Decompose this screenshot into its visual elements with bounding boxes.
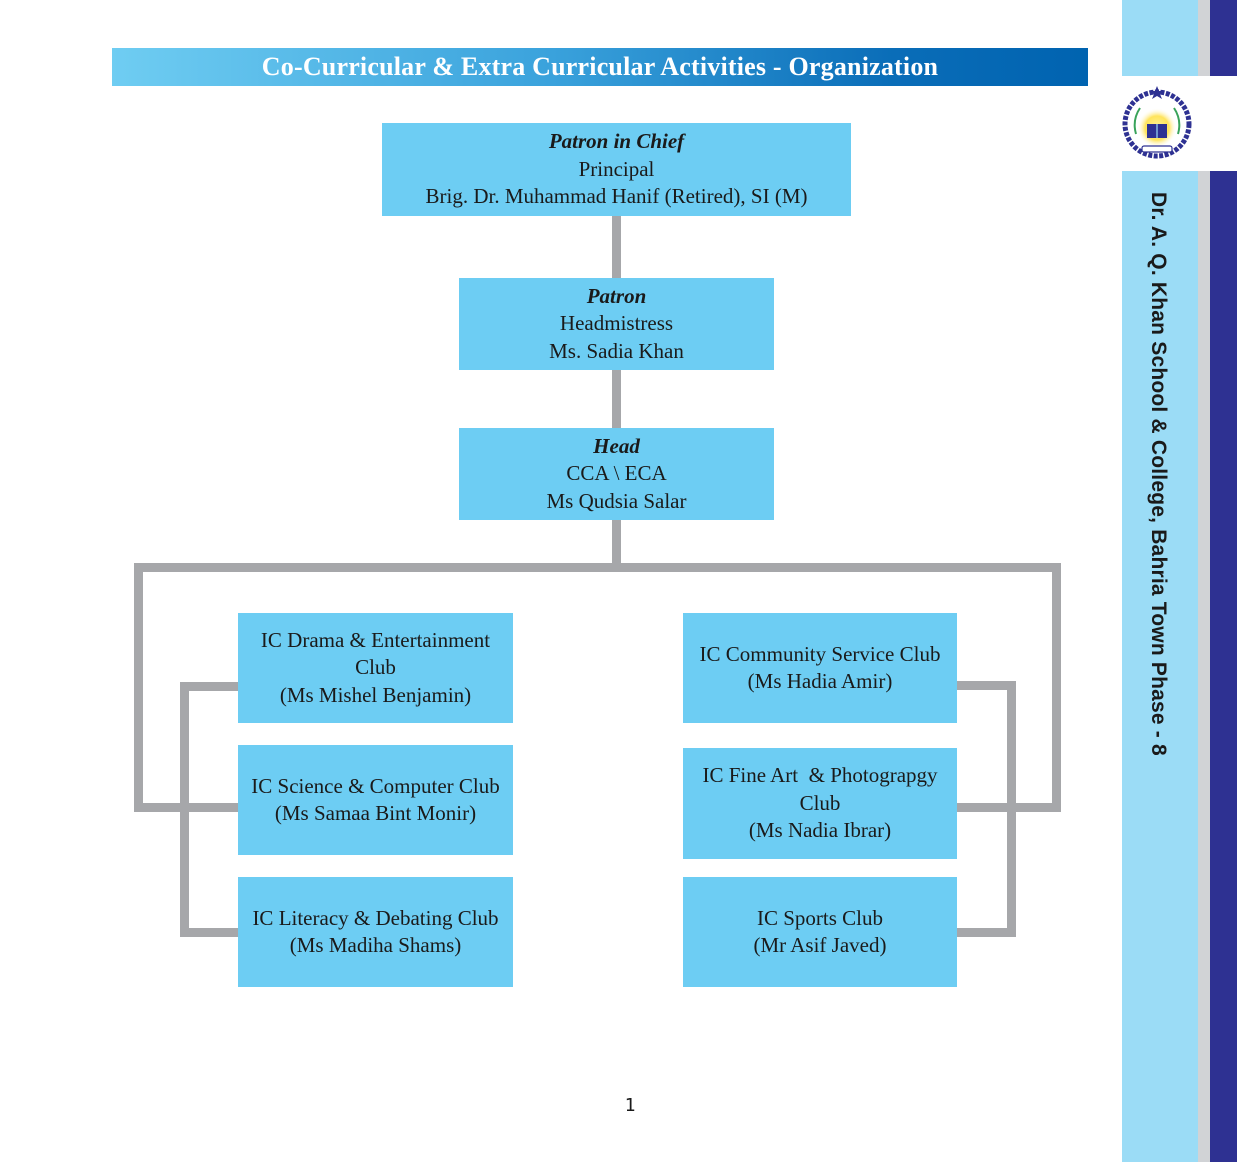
club-name: IC Fine Art & Photograpgy — [702, 763, 938, 788]
connector-right-inner-to-sports — [957, 928, 1016, 937]
side-strip-main — [1122, 171, 1198, 1162]
club-incharge: (Ms Samaa Bint Monir) — [274, 801, 477, 825]
connector-left-outer-vertical — [134, 563, 143, 812]
connector-right-inner-to-community — [957, 681, 1016, 690]
club-incharge: (Ms Madiha Shams) — [289, 933, 462, 957]
person-name: Ms Qudsia Salar — [546, 488, 687, 513]
connector-patron-head — [612, 370, 621, 428]
club-box-fineart: IC Fine Art & Photograpgy Club (Ms Nadia… — [683, 748, 957, 859]
role-label: Head — [593, 433, 640, 458]
position-label: Principal — [578, 156, 655, 181]
patron-box: Patron Headmistress Ms. Sadia Khan — [459, 278, 774, 370]
club-incharge: (Ms Mishel Benjamin) — [279, 682, 472, 707]
person-name: Ms. Sadia Khan — [549, 338, 684, 363]
page-number: 1 — [624, 1095, 636, 1116]
club-box-literacy: IC Literacy & Debating Club (Ms Madiha S… — [238, 877, 513, 987]
connector-left-inner-to-literacy — [180, 928, 238, 937]
side-strip-gray-main — [1198, 171, 1210, 1162]
club-incharge: (Ms Hadia Amir) — [747, 669, 893, 693]
club-name: IC Community Service Club — [699, 641, 941, 666]
club-box-science: IC Science & Computer Club (Ms Samaa Bin… — [238, 745, 513, 855]
school-name-vertical: Dr. A. Q. Khan School & College, Bahria … — [1147, 192, 1170, 756]
side-strip-navy-main — [1210, 171, 1237, 1162]
connector-left-inner-to-drama — [180, 682, 238, 691]
connector-branch-horizontal — [134, 563, 1061, 572]
connector-chief-patron — [612, 216, 621, 278]
side-strip-gray-top — [1198, 0, 1210, 76]
connector-right-outer-vertical — [1052, 563, 1061, 812]
person-name: Brig. Dr. Muhammad Hanif (Retired), SI (… — [425, 184, 808, 209]
role-label: Patron — [586, 283, 647, 308]
position-label: CCA \ ECA — [566, 461, 667, 486]
side-strip-navy-top — [1210, 0, 1237, 76]
patron-in-chief-box: Patron in Chief Principal Brig. Dr. Muha… — [382, 123, 851, 216]
club-name: IC Literacy & Debating Club — [252, 905, 499, 930]
head-box: Head CCA \ ECA Ms Qudsia Salar — [459, 428, 774, 520]
club-name: IC Sports Club — [756, 905, 884, 930]
club-incharge: (Ms Nadia Ibrar) — [748, 818, 892, 843]
club-name-cont: Club — [355, 655, 396, 680]
club-name-cont: Club — [799, 790, 841, 815]
side-strip-top — [1122, 0, 1198, 76]
club-name: IC Drama & Entertainment — [260, 627, 491, 652]
club-box-community: IC Community Service Club (Ms Hadia Amir… — [683, 613, 957, 723]
club-name: IC Science & Computer Club — [251, 773, 500, 798]
club-box-sports: IC Sports Club (Mr Asif Javed) — [683, 877, 957, 987]
school-crest-icon — [1120, 84, 1194, 160]
position-label: Headmistress — [559, 311, 674, 336]
role-label: Patron in Chief — [548, 129, 685, 154]
connector-left-inner-vertical — [180, 682, 189, 937]
club-box-drama: IC Drama & Entertainment Club (Ms Mishel… — [238, 613, 513, 723]
page-title: Co-Curricular & Extra Curricular Activit… — [112, 48, 1088, 86]
connector-head-branch — [612, 520, 621, 572]
connector-right-inner-vertical — [1007, 681, 1016, 937]
club-incharge: (Mr Asif Javed) — [753, 933, 887, 957]
